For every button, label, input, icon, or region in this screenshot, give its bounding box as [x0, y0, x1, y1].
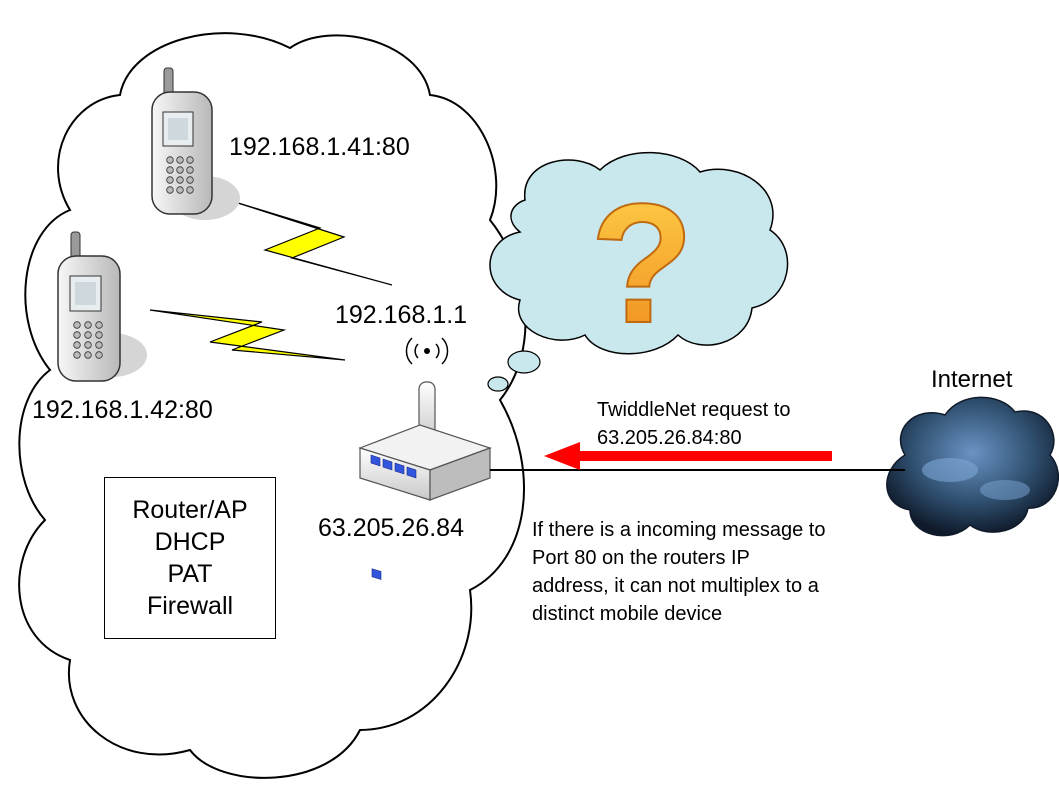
- internet-cloud-icon: [886, 396, 1059, 537]
- phone1-address-label: 192.168.1.41:80: [229, 133, 410, 161]
- feature-pat: PAT: [167, 560, 213, 588]
- note-line-3: address, it can not multiplex to a: [532, 575, 819, 597]
- feature-firewall: Firewall: [146, 592, 234, 620]
- mobile-phone-2-icon: [57, 231, 147, 382]
- thought-cloud: ?: [487, 151, 789, 392]
- note-line-1: If there is a incoming message to: [532, 519, 826, 541]
- router-lan-ip-label: 192.168.1.1: [335, 301, 468, 329]
- wireless-link-phone2: [149, 309, 346, 361]
- feature-router-ap: Router/AP: [132, 496, 248, 524]
- wireless-link-phone1: [221, 197, 393, 286]
- internet-label: Internet: [931, 366, 1013, 393]
- phone2-address-label: 192.168.1.42:80: [32, 396, 213, 424]
- note-line-4: distinct mobile device: [532, 603, 723, 625]
- question-mark-icon: ?: [590, 169, 694, 359]
- mobile-phone-1-icon: [151, 67, 240, 220]
- feature-dhcp: DHCP: [154, 528, 226, 556]
- incoming-request-arrow: [544, 442, 832, 470]
- note-line-2: Port 80 on the routers IP: [532, 547, 750, 569]
- router-features-box: Router/AP DHCP PAT Firewall: [104, 477, 276, 639]
- request-label: TwiddleNet request to 63.205.26.84:80: [597, 396, 790, 452]
- multiplex-note: If there is a incoming message to Port 8…: [532, 516, 825, 628]
- request-label-line2: 63.205.26.84:80: [597, 427, 742, 449]
- request-label-line1: TwiddleNet request to: [597, 399, 791, 421]
- wireless-router-icon: [358, 337, 492, 580]
- router-wan-ip-label: 63.205.26.84: [318, 514, 464, 542]
